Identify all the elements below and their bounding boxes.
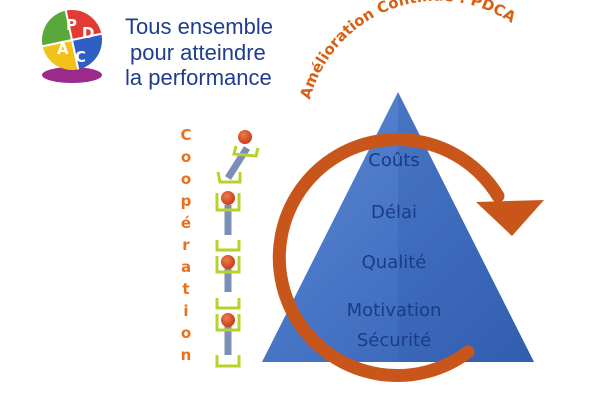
chain-figure-1 <box>216 130 260 184</box>
human-chain <box>215 130 260 368</box>
pdca-logo: P D A C <box>42 10 102 83</box>
coop-letter-3: o <box>181 170 191 188</box>
pyramid-shape <box>262 92 534 362</box>
pyramid-tiers: Coûts Délai Qualité Motivation Sécurité <box>347 150 442 351</box>
tagline: Tous ensemble pour atteindre la performa… <box>125 14 273 90</box>
logo-quadrant-c <box>42 40 79 70</box>
coop-letter-4: p <box>181 192 192 210</box>
logo-quadrant-a <box>42 10 72 47</box>
logo-letter-p: P <box>66 16 77 34</box>
tier-motivation: Motivation <box>347 300 442 321</box>
logo-letter-d: D <box>82 24 94 42</box>
tagline-line-3: la performance <box>125 65 272 90</box>
logo-letter-a: A <box>57 40 69 58</box>
tier-delay: Délai <box>371 202 417 223</box>
arrow-label-path: Amélioration Continue : PDCA <box>296 0 519 101</box>
coop-letter-9: i <box>183 302 188 320</box>
logo-letter-c: C <box>75 48 86 66</box>
chain-figure-2 <box>215 191 241 252</box>
logo-quadrant-p <box>65 10 102 40</box>
coop-letter-10: o <box>181 324 191 342</box>
coop-letter-7: a <box>181 258 191 276</box>
coop-letter-8: t <box>182 280 189 298</box>
chain-figure-4 <box>215 313 241 368</box>
logo-quadrant-d <box>72 33 102 70</box>
coop-letter-2: o <box>181 148 191 166</box>
tier-costs: Coûts <box>368 150 419 171</box>
cooperation-label: C o o p é r a t i o n <box>180 126 191 364</box>
logo-base <box>42 67 102 83</box>
coop-letter-5: é <box>181 214 191 232</box>
coop-letter-11: n <box>181 346 192 364</box>
pdca-cycle-arrow <box>272 133 544 382</box>
tier-safety: Sécurité <box>357 330 431 351</box>
cycle-arrow-body <box>272 133 505 382</box>
tagline-line-1: Tous ensemble <box>125 14 273 39</box>
pyramid <box>262 92 534 362</box>
arrow-label: Amélioration Continue : PDCA <box>296 0 519 101</box>
coop-letter-1: C <box>180 126 191 144</box>
coop-letter-6: r <box>182 236 190 254</box>
cycle-arrow-head <box>476 200 544 236</box>
tier-quality: Qualité <box>362 252 427 273</box>
tagline-line-2: pour atteindre <box>130 40 266 65</box>
chain-figure-3 <box>215 255 241 310</box>
